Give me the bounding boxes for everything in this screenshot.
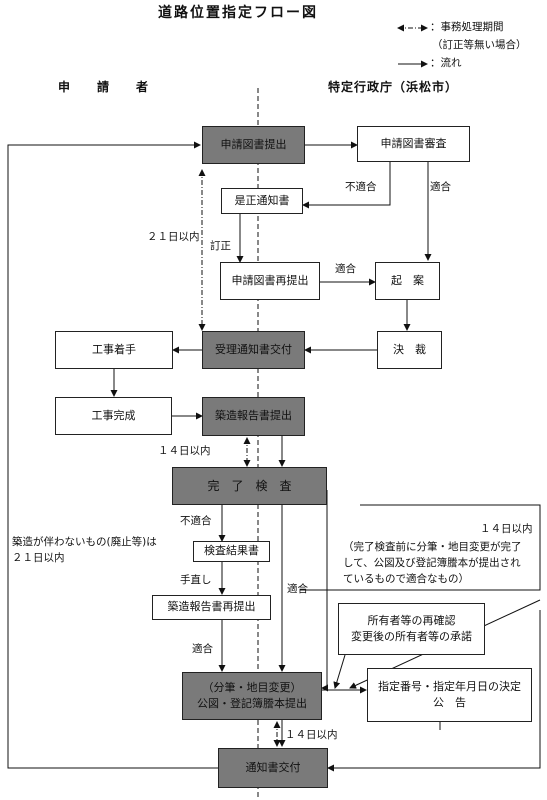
resubmit-docs-box: 申請図書再提出 — [220, 262, 320, 300]
designation-line1: 指定番号・指定年月日の決定 — [378, 679, 521, 693]
legend-flow-label: ：流れ — [430, 57, 462, 69]
label-correction: 訂正 — [210, 240, 231, 252]
label-redo: 手直し — [180, 574, 212, 586]
notice-delivery-box: 通知書交付 — [218, 748, 328, 788]
correction-notice-box: 是正通知書 — [221, 188, 303, 214]
map-submit-line1: （分筆・地目変更） — [202, 680, 302, 694]
receipt-notice-box: 受理通知書交付 — [202, 331, 305, 369]
approve-box: 決 裁 — [377, 331, 442, 369]
label-suitable-1: 適合 — [430, 181, 451, 193]
submit-docs-box: 申請図書提出 — [202, 126, 305, 164]
final-inspection-box: 完 了 検 査 — [172, 467, 327, 505]
label-unsuitable-2: 不適合 — [180, 515, 212, 527]
legend-period-note: （訂正等無い場合） — [432, 39, 527, 51]
header-applicant: 申 請 者 — [58, 80, 150, 94]
label-no-construction-1: 築造が伴わないもの(廃止等)は — [12, 536, 157, 548]
map-submit-line2: 公図・登記簿謄本提出 — [197, 697, 307, 710]
start-work-box: 工事着手 — [55, 331, 173, 369]
review-docs-box: 申請図書審査 — [357, 126, 470, 162]
designation-box: 指定番号・指定年月日の決定 公 告 — [367, 668, 532, 722]
note-line-1: （完了検査前に分筆・地目変更が完了 — [343, 541, 522, 553]
label-within-14b: １４日以内 — [480, 523, 533, 535]
label-suitable-2: 適合 — [335, 263, 356, 275]
draft-box: 起 案 — [375, 262, 440, 300]
inspection-result-box: 検査結果書 — [193, 541, 270, 562]
owner-check-line2: 変更後の所有者等の承諾 — [351, 630, 472, 643]
header-authority: 特定行政庁（浜松市） — [328, 80, 459, 94]
report-resubmit-box: 築造報告書再提出 — [152, 595, 271, 620]
note-line-3: ているもので適合なもの） — [343, 573, 469, 585]
owner-check-line1: 所有者等の再確認 — [367, 613, 456, 627]
diagram-title: 道路位置指定フロー図 — [158, 5, 318, 21]
note-line-2: して、公図及び登記簿謄本が提出され — [343, 557, 521, 569]
label-within-21: ２１日以内 — [147, 231, 200, 243]
map-submit-box: （分筆・地目変更） 公図・登記簿謄本提出 — [182, 672, 322, 720]
legend-period-label: ：事務処理期間 — [430, 21, 504, 33]
designation-line2: 公 告 — [433, 696, 466, 709]
label-suitable-3: 適合 — [192, 643, 213, 655]
complete-work-box: 工事完成 — [55, 397, 172, 435]
owner-check-box: 所有者等の再確認 変更後の所有者等の承諾 — [338, 603, 485, 655]
label-unsuitable-1: 不適合 — [345, 181, 377, 193]
label-within-14a: １４日以内 — [158, 445, 211, 457]
label-no-construction-2: ２１日以内 — [12, 552, 65, 564]
label-suitable-4: 適合 — [287, 583, 308, 595]
construction-report-box: 築造報告書提出 — [202, 397, 305, 436]
label-within-14c: １４日以内 — [285, 729, 338, 741]
